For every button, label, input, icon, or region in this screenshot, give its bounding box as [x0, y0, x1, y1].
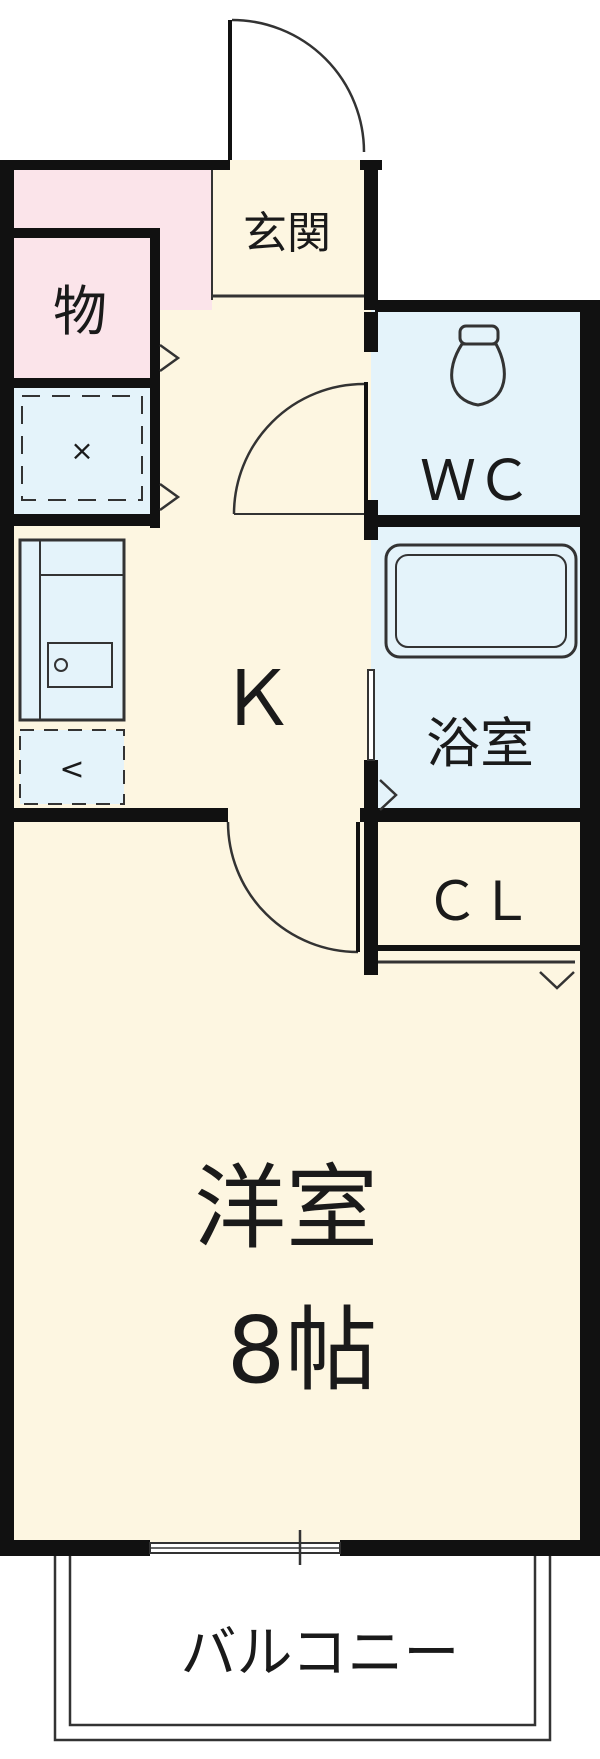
- washer-door-hinge-icon: [159, 482, 181, 512]
- fridge-space: [19, 729, 125, 805]
- room-label-closet: ＣＬ: [425, 870, 533, 933]
- washer-space: [21, 395, 143, 501]
- room-label-toilet: ＷＣ: [420, 449, 532, 514]
- storage-door-hinge-icon: [159, 343, 181, 373]
- bathtub: [384, 543, 578, 659]
- walls: [0, 160, 600, 1556]
- room-label-kitchen: Ｋ: [219, 654, 295, 743]
- storage-right-strip: [150, 160, 212, 310]
- wc-door-swing: [232, 382, 365, 515]
- room-label-balcony: バルコニー: [181, 1621, 460, 1686]
- room-size-western: 8帖: [227, 1297, 378, 1404]
- bath-door-hinge-icon: [379, 779, 398, 811]
- entrance-door-leaf: [228, 20, 232, 160]
- room-label-bath: 浴室: [426, 712, 534, 775]
- room-label-entrance: 玄関: [243, 208, 331, 259]
- entrance-door-swing: [231, 18, 366, 153]
- room-label-storage: 物: [53, 280, 107, 343]
- toilet-icon: [450, 324, 506, 407]
- bath-door-frame: [367, 669, 375, 761]
- bathtub-inner: [395, 554, 567, 648]
- kitchen-drain-icon: [54, 658, 68, 672]
- kitchen-counter: [18, 538, 126, 722]
- washer-mark-icon: ×: [70, 434, 93, 467]
- entrance-area: [212, 160, 371, 300]
- balcony-railing: [53, 1556, 552, 1742]
- room-door-swing: [226, 821, 359, 954]
- room-label-western: 洋室: [194, 1155, 378, 1262]
- fridge-mark-icon: <: [59, 752, 84, 787]
- kitchen-sink-icon: [47, 642, 113, 688]
- room-door-leaf: [356, 822, 360, 952]
- storage-area: [8, 230, 158, 380]
- closet-door-hinge-icon: [539, 971, 575, 990]
- wc-door-leaf: [364, 382, 368, 512]
- washer-area: [14, 388, 152, 516]
